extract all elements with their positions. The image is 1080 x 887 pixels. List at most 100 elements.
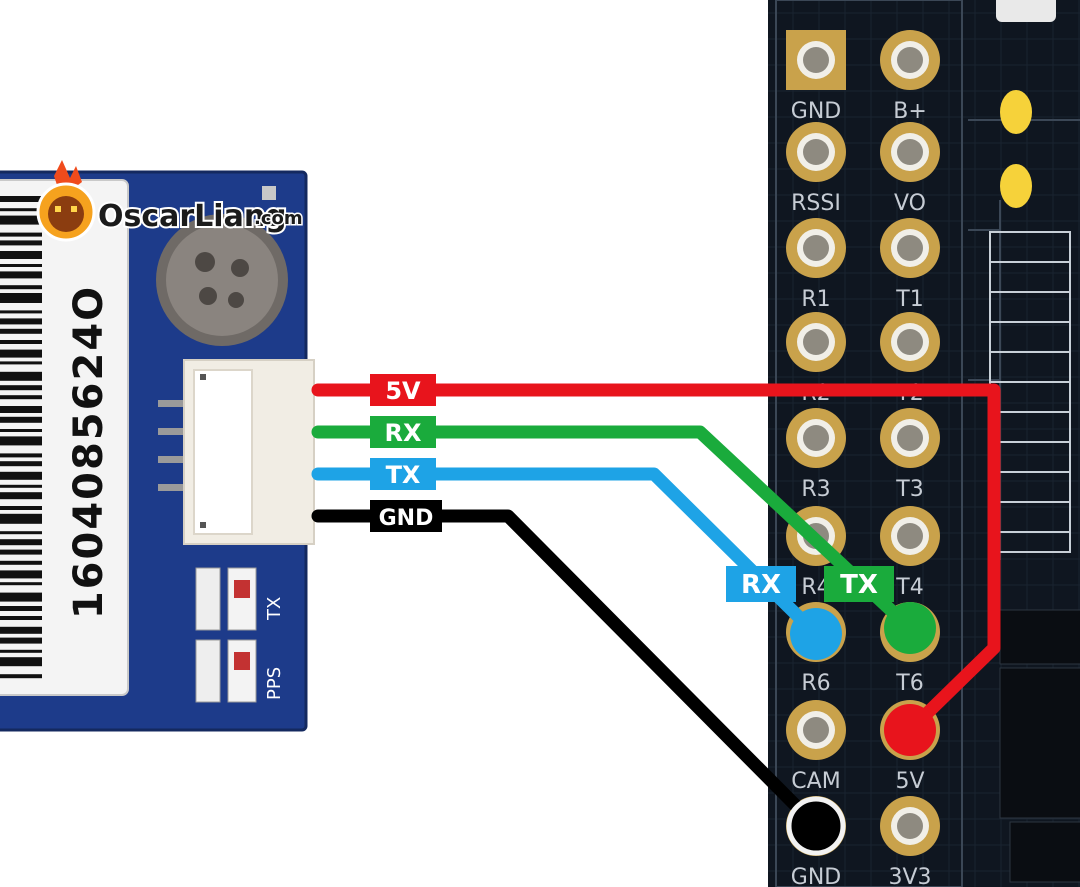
wire-label-rx: RX — [385, 419, 422, 447]
barcode-bar — [0, 416, 42, 423]
pin-5v-connection — [884, 704, 936, 756]
barcode-bar — [0, 406, 42, 413]
barcode-bar — [0, 385, 42, 391]
fc-pin-label-right-4: T3 — [895, 477, 923, 502]
fc-pad-hole-inner — [803, 47, 829, 73]
barcode-bar — [0, 560, 42, 565]
wire-labels: 5V RX TX GND — [370, 374, 442, 532]
fc-pin-label-left-4: R3 — [801, 477, 830, 502]
fc-pad-hole-inner — [897, 425, 923, 451]
pin-t4-tx-connection — [884, 602, 936, 654]
barcode-bar — [0, 637, 42, 644]
barcode-bar — [0, 539, 42, 546]
barcode-bar — [0, 592, 42, 602]
barcode-bar — [0, 215, 42, 225]
flight-controller: GNDRSSIR1R2R3R4R6CAMGNDB+VOT1T2T3T4T65V3… — [768, 0, 1080, 887]
fc-pad-hole-inner — [897, 523, 923, 549]
barcode-bar — [0, 349, 42, 358]
barcode-bar — [0, 461, 42, 467]
fc-pin-label-right-7: 5V — [895, 769, 924, 794]
barcode-bar — [0, 196, 42, 202]
fc-pin-label-left-7: CAM — [791, 769, 840, 794]
barcode-bar — [0, 471, 42, 480]
fc-pad-hole-inner — [803, 235, 829, 261]
wire-tx — [311, 467, 823, 641]
fc-pad-hole-inner — [897, 813, 923, 839]
barcode-bar — [0, 436, 42, 446]
barcode-bar — [0, 310, 42, 314]
pin-callouts: RX TX — [726, 566, 894, 602]
callout-rx: RX — [741, 570, 781, 600]
fc-pin-label-right-0: B+ — [893, 99, 927, 124]
barcode-bar — [0, 549, 42, 555]
wire-5v — [311, 383, 1001, 737]
barcode-bar — [0, 208, 42, 212]
fc-pad-hole-inner — [803, 717, 829, 743]
pad — [262, 186, 276, 200]
barcode-bar — [0, 606, 42, 611]
barcode-bar — [0, 371, 42, 381]
fc-pin-label-left-8: GND — [791, 865, 841, 887]
logo-text: OscarLiang — [98, 199, 287, 234]
fc-pin-label-left-1: RSSI — [791, 191, 841, 216]
logo-suffix: .com — [254, 208, 303, 229]
barcode — [0, 196, 42, 679]
barcode-bar — [0, 232, 42, 237]
barcode-bar — [0, 616, 42, 620]
fc-pin-label-right-1: VO — [894, 191, 926, 216]
fc-pin-label-left-6: R6 — [801, 671, 830, 696]
pad — [262, 212, 276, 226]
backup-battery — [156, 214, 288, 346]
barcode-bar — [0, 453, 42, 458]
barcode-bar — [0, 264, 42, 267]
fc-pad-hole-inner — [897, 235, 923, 261]
barcode-bar — [0, 657, 42, 667]
barcode-bar — [0, 513, 42, 524]
wire-label-5v: 5V — [385, 377, 421, 405]
barcode-bar — [0, 674, 42, 679]
barcode-number: 1604085624O — [66, 285, 112, 619]
fc-pad-hole-inner — [803, 329, 829, 355]
fc-pad-hole-inner — [803, 139, 829, 165]
barcode-bar — [0, 484, 42, 488]
status-leds — [195, 567, 257, 703]
led-label-pps: PPS — [264, 667, 285, 700]
fc-pad-hole-inner — [897, 47, 923, 73]
pin-r4-rx-connection — [790, 608, 842, 660]
fc-pin-label-left-2: R1 — [801, 287, 830, 312]
barcode-bar — [0, 293, 42, 303]
wire-rx — [311, 425, 917, 635]
gps-connector — [158, 359, 315, 545]
fc-pin-label-right-5: T4 — [895, 575, 923, 600]
wire-label-tx: TX — [386, 461, 421, 489]
barcode-bar — [0, 251, 42, 259]
fc-pin-label-right-8: 3V3 — [888, 865, 931, 887]
barcode-bar — [0, 506, 42, 510]
barcode-bar — [0, 531, 42, 535]
barcode-bar — [0, 318, 42, 325]
barcode-bar — [0, 285, 42, 290]
oscarliang-logo: OscarLiang .com — [36, 160, 304, 242]
barcode-bar — [0, 626, 42, 634]
pin-gnd-connection — [786, 796, 846, 856]
gps-module: 1604085624O — [0, 170, 315, 732]
barcode-bar — [0, 429, 42, 432]
wire-label-gnd: GND — [379, 506, 434, 531]
led-label-tx: TX — [264, 597, 285, 621]
barcode-bar — [0, 395, 42, 400]
barcode-bar — [0, 649, 42, 653]
barcode-bar — [0, 361, 42, 365]
fc-pin-label-left-0: GND — [791, 99, 841, 124]
barcode-bar — [0, 340, 42, 344]
fc-pin-label-right-2: T1 — [895, 287, 923, 312]
fc-pad-hole-inner — [897, 329, 923, 355]
barcode-bar — [0, 328, 42, 334]
barcode-bar — [0, 492, 42, 500]
fc-pin-label-right-6: T6 — [895, 671, 923, 696]
fc-pad-hole-inner — [803, 425, 829, 451]
callout-tx: TX — [840, 570, 878, 600]
barcode-bar — [0, 240, 42, 246]
barcode-bar — [0, 570, 42, 579]
